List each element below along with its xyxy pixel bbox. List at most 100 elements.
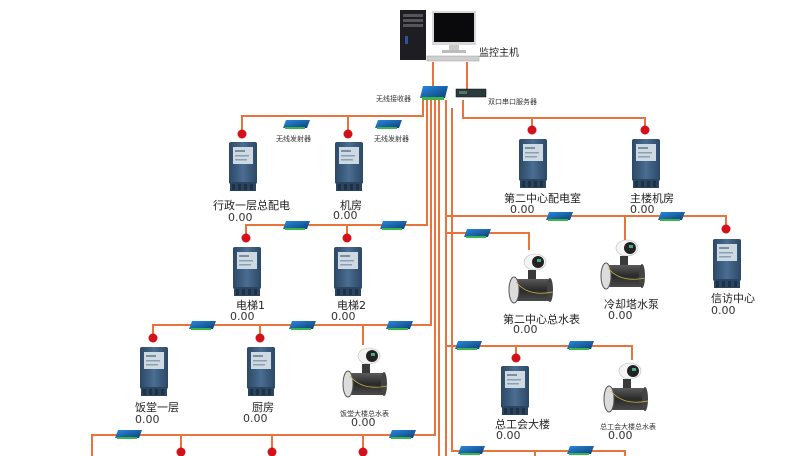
electric-meter[interactable] bbox=[712, 237, 742, 293]
device-reading: 0.00 bbox=[510, 203, 535, 216]
wireless-transmitter-icon[interactable] bbox=[283, 120, 310, 129]
device-reading: 0.00 bbox=[513, 323, 538, 336]
wire bbox=[91, 100, 436, 456]
connection-node bbox=[342, 233, 352, 243]
device-label: 主楼机房 bbox=[630, 192, 674, 205]
wire bbox=[451, 108, 626, 456]
wireless-transmitter-icon[interactable] bbox=[375, 120, 402, 129]
flow-meter-icon bbox=[603, 362, 649, 413]
device-label: 电梯2 bbox=[337, 299, 366, 312]
device-reading: 0.00 bbox=[608, 429, 633, 442]
electric-meter-icon bbox=[632, 139, 660, 188]
wire bbox=[446, 215, 727, 230]
connection-node bbox=[255, 333, 265, 343]
flow-meter-icon bbox=[600, 239, 646, 290]
wireless-transmitter-icon[interactable] bbox=[386, 321, 413, 330]
wireless-transmitter-icon[interactable] bbox=[115, 430, 142, 439]
device-reading: 0.00 bbox=[630, 203, 655, 216]
serial-server-icon[interactable] bbox=[455, 88, 487, 99]
device-label: 厨房 bbox=[252, 401, 274, 414]
electric-meter-icon bbox=[519, 139, 547, 188]
electric-meter-icon bbox=[229, 142, 257, 191]
flow-meter[interactable] bbox=[603, 361, 649, 425]
electric-meter-icon bbox=[140, 347, 168, 396]
electric-meter[interactable] bbox=[518, 137, 548, 193]
electric-meter[interactable] bbox=[334, 140, 364, 196]
flow-meter[interactable] bbox=[508, 252, 554, 316]
electric-meter-icon bbox=[335, 142, 363, 191]
device-label: 机房 bbox=[340, 199, 362, 212]
device-label: 饭堂大楼总水表 bbox=[340, 410, 389, 418]
device-label: 饭堂一层 bbox=[135, 401, 179, 414]
connection-node bbox=[176, 447, 186, 456]
electric-meter[interactable] bbox=[631, 137, 661, 193]
serial-server-label: 双口串口服务器 bbox=[488, 98, 537, 106]
device-reading: 0.00 bbox=[331, 310, 356, 323]
electric-meter-icon bbox=[334, 247, 362, 296]
connection-node bbox=[237, 129, 247, 139]
device-label: 冷却塔水泵 bbox=[604, 298, 659, 311]
electric-meter[interactable] bbox=[333, 245, 363, 301]
electric-meter[interactable] bbox=[139, 345, 169, 401]
receiver-label: 无线接收器 bbox=[376, 95, 411, 103]
host-computer-icon[interactable] bbox=[397, 8, 482, 66]
wireless-transmitter-icon[interactable] bbox=[380, 221, 407, 230]
device-reading: 0.00 bbox=[135, 413, 160, 426]
device-reading: 0.00 bbox=[608, 309, 633, 322]
wire bbox=[241, 100, 424, 135]
wireless-transmitter-icon[interactable] bbox=[189, 321, 216, 330]
device-reading: 0.00 bbox=[711, 304, 736, 317]
device-label: 第二中心总水表 bbox=[503, 313, 580, 326]
wireless-transmitter-icon[interactable] bbox=[464, 229, 491, 238]
wire bbox=[446, 345, 633, 360]
connection-node bbox=[721, 224, 731, 234]
device-label: 总工会大楼 bbox=[495, 418, 550, 431]
flow-meter-icon bbox=[342, 347, 388, 398]
device-label: 总工会大楼总水表 bbox=[600, 423, 656, 431]
device-reading: 0.00 bbox=[351, 416, 376, 429]
flow-meter[interactable] bbox=[600, 238, 646, 302]
connection-node bbox=[241, 233, 251, 243]
wire bbox=[245, 100, 428, 240]
electric-meter-icon bbox=[233, 247, 261, 296]
device-reading: 0.00 bbox=[243, 412, 268, 425]
transmitter-label: 无线发射器 bbox=[276, 135, 311, 143]
connection-node bbox=[267, 447, 277, 456]
device-reading: 0.00 bbox=[496, 429, 521, 442]
device-reading: 0.00 bbox=[228, 211, 253, 224]
flow-meter-icon bbox=[508, 253, 554, 304]
electric-meter-icon bbox=[713, 239, 741, 288]
electric-meter[interactable] bbox=[232, 245, 262, 301]
wireless-transmitter-icon[interactable] bbox=[458, 446, 485, 455]
wireless-transmitter-icon[interactable] bbox=[546, 212, 573, 221]
device-label: 信访中心 bbox=[711, 292, 755, 305]
device-label: 电梯1 bbox=[236, 299, 265, 312]
electric-meter[interactable] bbox=[228, 140, 258, 196]
wireless-transmitter-icon[interactable] bbox=[567, 341, 594, 350]
connection-node bbox=[343, 129, 353, 139]
transmitter-label: 无线发射器 bbox=[374, 135, 409, 143]
electric-meter-icon bbox=[247, 347, 275, 396]
wireless-transmitter-icon[interactable] bbox=[389, 430, 416, 439]
device-label: 第二中心配电室 bbox=[504, 192, 581, 205]
wireless-receiver-icon[interactable] bbox=[419, 84, 449, 101]
connection-node bbox=[527, 125, 537, 135]
wire bbox=[462, 100, 646, 130]
device-reading: 0.00 bbox=[230, 310, 255, 323]
wireless-transmitter-icon[interactable] bbox=[283, 221, 310, 230]
connection-node bbox=[640, 125, 650, 135]
wireless-transmitter-icon[interactable] bbox=[658, 212, 685, 221]
wireless-transmitter-icon[interactable] bbox=[455, 341, 482, 350]
host-label: 监控主机 bbox=[479, 48, 519, 59]
flow-meter[interactable] bbox=[342, 346, 388, 410]
connection-node bbox=[358, 447, 368, 456]
electric-meter-icon bbox=[501, 366, 529, 415]
connection-node bbox=[148, 333, 158, 343]
wireless-transmitter-icon[interactable] bbox=[289, 321, 316, 330]
wireless-transmitter-icon[interactable] bbox=[567, 446, 594, 455]
electric-meter[interactable] bbox=[246, 345, 276, 401]
electric-meter[interactable] bbox=[500, 364, 530, 420]
device-reading: 0.00 bbox=[333, 209, 358, 222]
